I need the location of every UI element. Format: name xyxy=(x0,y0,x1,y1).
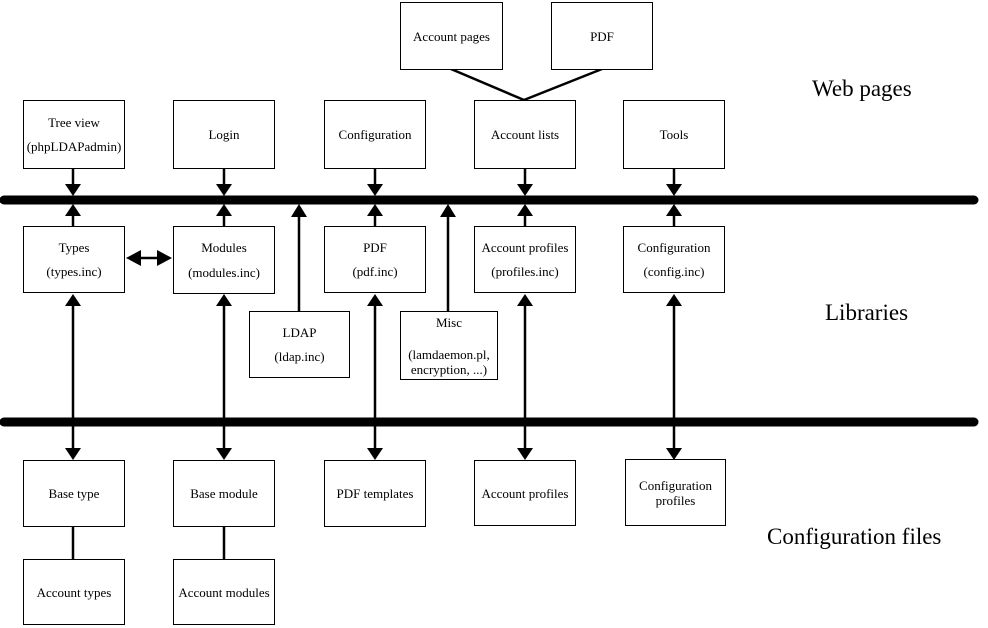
box-label: Modules xyxy=(201,240,247,256)
box-misc-lib: Misc (lamdaemon.pl, encryption, ...) xyxy=(400,311,498,380)
box-label: Configuration xyxy=(639,477,712,493)
line-account-pages-to-account-lists xyxy=(450,67,525,102)
box-label: Tree view xyxy=(48,114,100,130)
box-label: PDF templates xyxy=(336,486,414,501)
box-label: (profiles.inc) xyxy=(491,264,559,279)
section-label-libraries: Libraries xyxy=(825,300,909,325)
box-base-type: Base type xyxy=(23,460,125,527)
box-label: (modules.inc) xyxy=(188,264,260,280)
box-configuration-page: Configuration xyxy=(324,100,426,169)
arrow-misc-to-bar xyxy=(440,204,456,311)
box-modules-lib: Modules (modules.inc) xyxy=(173,226,275,294)
box-label: (config.inc) xyxy=(643,264,705,279)
box-tree-view: Tree view (phpLDAPadmin) xyxy=(23,100,125,169)
box-label: PDF xyxy=(363,240,387,255)
arrow-libraries-configfiles xyxy=(65,294,682,460)
box-label: encryption, ...) xyxy=(410,362,488,377)
box-label: profiles xyxy=(655,492,696,508)
box-label: Account pages xyxy=(413,28,490,44)
box-pdf-lib: PDF (pdf.inc) xyxy=(324,226,426,293)
box-pdf-page: PDF xyxy=(551,2,653,70)
box-label: (ldap.inc) xyxy=(274,349,325,364)
box-account-lists: Account lists xyxy=(474,100,576,169)
box-ldap-lib: LDAP (ldap.inc) xyxy=(249,311,350,378)
box-label: Misc xyxy=(436,315,462,330)
box-label: Account profiles xyxy=(481,240,569,255)
box-label: Types xyxy=(58,240,90,255)
box-label: PDF xyxy=(590,28,614,44)
box-configuration-profiles: Configuration profiles xyxy=(625,459,726,526)
box-label: Account lists xyxy=(490,127,560,142)
box-label: (types.inc) xyxy=(46,264,102,279)
box-label: Login xyxy=(208,127,240,142)
box-label: Tools xyxy=(659,127,689,142)
box-account-modules: Account modules xyxy=(173,559,275,625)
arrow-ldap-to-bar xyxy=(291,204,307,311)
box-configuration-lib: Configuration (config.inc) xyxy=(623,226,725,293)
box-label: Configuration xyxy=(637,240,711,255)
arrow-types-modules xyxy=(126,250,172,266)
box-label: Configuration xyxy=(338,127,412,142)
box-types-lib: Types (types.inc) xyxy=(23,226,125,293)
box-label: LDAP xyxy=(282,325,317,340)
box-label: Base module xyxy=(190,486,258,501)
section-label-configuration-files: Configuration files xyxy=(767,524,942,549)
box-account-profiles-file: Account profiles xyxy=(474,460,576,526)
box-account-types: Account types xyxy=(23,559,125,625)
box-tools: Tools xyxy=(623,100,725,169)
box-label: Base type xyxy=(48,486,100,501)
box-base-module: Base module xyxy=(173,460,275,527)
arrow-webpages-to-bar xyxy=(65,169,682,196)
box-label: (pdf.inc) xyxy=(352,264,398,279)
line-pdf-to-account-lists xyxy=(523,67,603,102)
box-label: Account modules xyxy=(178,584,270,600)
arrow-libraries-to-bar xyxy=(65,204,682,226)
box-label: Account types xyxy=(36,584,112,600)
section-label-web-pages: Web pages xyxy=(812,76,912,101)
box-account-pages: Account pages xyxy=(400,2,503,70)
box-pdf-templates: PDF templates xyxy=(324,460,426,527)
box-account-profiles-lib: Account profiles (profiles.inc) xyxy=(474,226,576,293)
box-login: Login xyxy=(173,100,275,169)
box-label: (lamdaemon.pl, xyxy=(408,347,490,362)
box-label: (phpLDAPadmin) xyxy=(26,139,122,155)
box-label: Account profiles xyxy=(481,485,569,501)
